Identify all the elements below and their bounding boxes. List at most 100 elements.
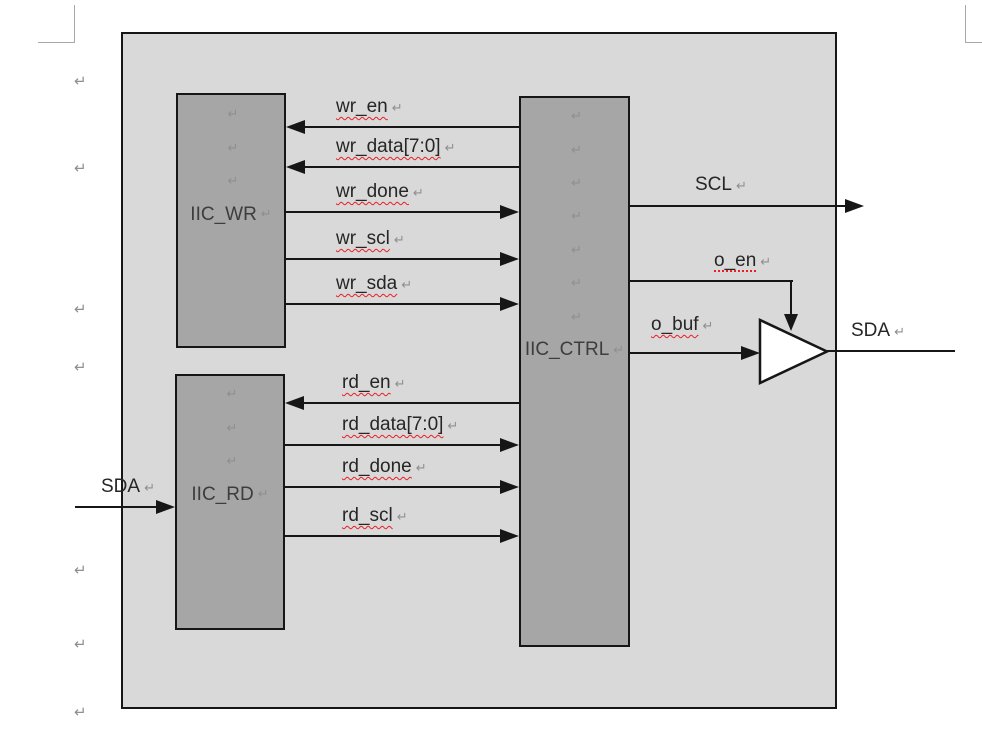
wr-signal-wr-scl-arrowhead xyxy=(500,252,519,266)
block-empty-line: ↵ xyxy=(521,234,628,267)
paragraph-mark: ↵ xyxy=(74,300,87,318)
wr-signal-wr-scl-label-text: wr_scl xyxy=(336,228,390,249)
paragraph-mark: ↵ xyxy=(394,377,406,392)
rd-signal-rd-scl-arrowhead xyxy=(500,529,519,543)
block-empty-line: ↵ xyxy=(521,100,628,133)
scl-output-label[interactable]: SCL↵ xyxy=(695,174,747,196)
block-empty-line: ↵ xyxy=(521,133,628,166)
block-empty-line: ↵ xyxy=(177,445,283,478)
paragraph-mark: ↵ xyxy=(396,510,408,525)
block-empty-line: ↵ xyxy=(178,98,284,131)
block-label-iic_ctrl: IIC_CTRL xyxy=(524,339,610,361)
sda-output-line[interactable] xyxy=(826,350,955,352)
paragraph-mark: ↵ xyxy=(393,233,405,248)
wr-signal-wr-done-label-text: wr_done xyxy=(336,181,409,202)
rd-signal-rd-scl-line[interactable] xyxy=(285,535,502,537)
paragraph-mark: ↵ xyxy=(144,481,155,496)
tristate-buffer[interactable] xyxy=(753,312,835,392)
wr-signal-wr-en-arrowhead xyxy=(286,120,305,134)
block-empty-line: ↵ xyxy=(521,267,628,300)
wr-signal-wr-done-line[interactable] xyxy=(286,211,502,213)
paragraph-mark: ↵ xyxy=(260,207,272,223)
paragraph-mark: ↵ xyxy=(74,358,87,376)
wr-signal-wr-data-7-0--arrowhead xyxy=(286,160,305,174)
wr-signal-wr-sda-label[interactable]: wr_sda↵ xyxy=(336,273,412,295)
o-en-line[interactable] xyxy=(630,280,793,282)
o-buf-arrowhead xyxy=(741,346,760,360)
wr-signal-wr-scl-line[interactable] xyxy=(286,258,502,260)
block-iic_wr[interactable]: ↵↵↵IIC_WR↵ xyxy=(176,93,286,348)
wr-signal-wr-done-label[interactable]: wr_done↵ xyxy=(336,181,424,203)
wr-signal-wr-sda-arrowhead xyxy=(500,297,519,311)
wr-signal-wr-en-line[interactable] xyxy=(303,126,519,128)
rd-signal-rd-en-label-text: rd_en xyxy=(342,372,391,393)
rd-signal-rd-en-line[interactable] xyxy=(302,402,519,404)
block-empty-line: ↵ xyxy=(521,200,628,233)
paragraph-mark: ↵ xyxy=(571,276,582,292)
margin-paragraph-mark: ↵ xyxy=(74,359,87,377)
paragraph-mark: ↵ xyxy=(74,72,87,90)
rd-signal-rd-data-7-0--label-text: rd_data[7:0] xyxy=(342,414,444,435)
rd-signal-rd-done-line[interactable] xyxy=(285,486,502,488)
rd-signal-rd-data-7-0--line[interactable] xyxy=(285,444,502,446)
sda-input-label-text: SDA xyxy=(101,476,141,497)
paragraph-mark: ↵ xyxy=(735,179,747,194)
rd-signal-rd-data-7-0--arrowhead xyxy=(500,438,519,452)
paragraph-mark: ↵ xyxy=(571,175,582,191)
paragraph-mark: ↵ xyxy=(226,420,238,436)
rd-signal-rd-scl-label[interactable]: rd_scl↵ xyxy=(342,505,408,527)
paragraph-mark: ↵ xyxy=(226,387,238,403)
rd-signal-rd-done-label-text: rd_done xyxy=(342,456,412,477)
margin-corner-mark-topleft-horizontal xyxy=(38,42,75,43)
block-label-iic_rd: IIC_RD xyxy=(191,483,254,505)
block-iic_rd[interactable]: ↵↵↵IIC_RD↵ xyxy=(175,374,285,630)
margin-paragraph-mark: ↵ xyxy=(74,160,87,178)
wr-signal-wr-data-7-0--label-text: wr_data[7:0] xyxy=(336,136,441,157)
o-en-label[interactable]: o_en↵ xyxy=(714,250,771,272)
wr-signal-wr-data-7-0--line[interactable] xyxy=(303,166,519,168)
paragraph-mark: ↵ xyxy=(702,319,714,334)
rd-signal-rd-en-arrowhead xyxy=(285,396,304,410)
o-buf-label[interactable]: o_buf↵ xyxy=(651,314,713,336)
paragraph-mark: ↵ xyxy=(571,109,582,125)
block-label-line: IIC_WR↵ xyxy=(178,198,284,231)
block-empty-line: ↵ xyxy=(177,378,283,411)
o-buf-line[interactable] xyxy=(630,352,742,354)
rd-signal-rd-done-label[interactable]: rd_done↵ xyxy=(342,456,427,478)
wr-signal-wr-sda-line[interactable] xyxy=(286,303,502,305)
paragraph-mark: ↵ xyxy=(74,703,87,721)
sda-input-label[interactable]: SDA↵ xyxy=(101,476,155,498)
wr-signal-wr-sda-label-text: wr_sda xyxy=(336,273,398,294)
paragraph-mark: ↵ xyxy=(571,142,582,158)
sda-output-label[interactable]: SDA↵ xyxy=(851,320,905,342)
sda-input-line[interactable] xyxy=(75,506,158,508)
margin-paragraph-mark: ↵ xyxy=(74,636,87,654)
wr-signal-wr-done-arrowhead xyxy=(500,205,519,219)
margin-paragraph-mark: ↵ xyxy=(74,562,87,580)
margin-paragraph-mark: ↵ xyxy=(74,301,87,319)
o-en-vertical-line[interactable] xyxy=(790,280,792,316)
paragraph-mark: ↵ xyxy=(444,141,456,156)
paragraph-mark: ↵ xyxy=(415,461,427,476)
paragraph-mark: ↵ xyxy=(571,309,582,325)
paragraph-mark: ↵ xyxy=(74,635,87,653)
rd-signal-rd-en-label[interactable]: rd_en↵ xyxy=(342,372,406,394)
block-iic_ctrl[interactable]: ↵↵↵↵↵↵↵IIC_CTRL↵ xyxy=(519,96,630,647)
margin-paragraph-mark: ↵ xyxy=(74,73,87,91)
block-label-iic_wr: IIC_WR xyxy=(190,203,257,225)
block-label-line: IIC_RD↵ xyxy=(177,478,283,511)
scl-output-line[interactable] xyxy=(630,205,846,207)
margin-corner-mark-topright-horizontal xyxy=(965,42,982,43)
block-empty-line: ↵ xyxy=(178,131,284,164)
paragraph-mark: ↵ xyxy=(401,278,413,293)
wr-signal-wr-en-label[interactable]: wr_en↵ xyxy=(336,96,403,118)
paragraph-mark: ↵ xyxy=(74,159,87,177)
wr-signal-wr-scl-label[interactable]: wr_scl↵ xyxy=(336,228,405,250)
wr-signal-wr-data-7-0--label[interactable]: wr_data[7:0]↵ xyxy=(336,136,455,158)
margin-corner-mark-topright-vertical xyxy=(965,5,966,43)
tristate-buffer-triangle xyxy=(758,318,830,385)
o-buf-label-text: o_buf xyxy=(651,314,699,335)
paragraph-mark: ↵ xyxy=(894,325,905,340)
rd-signal-rd-data-7-0--label[interactable]: rd_data[7:0]↵ xyxy=(342,414,458,436)
